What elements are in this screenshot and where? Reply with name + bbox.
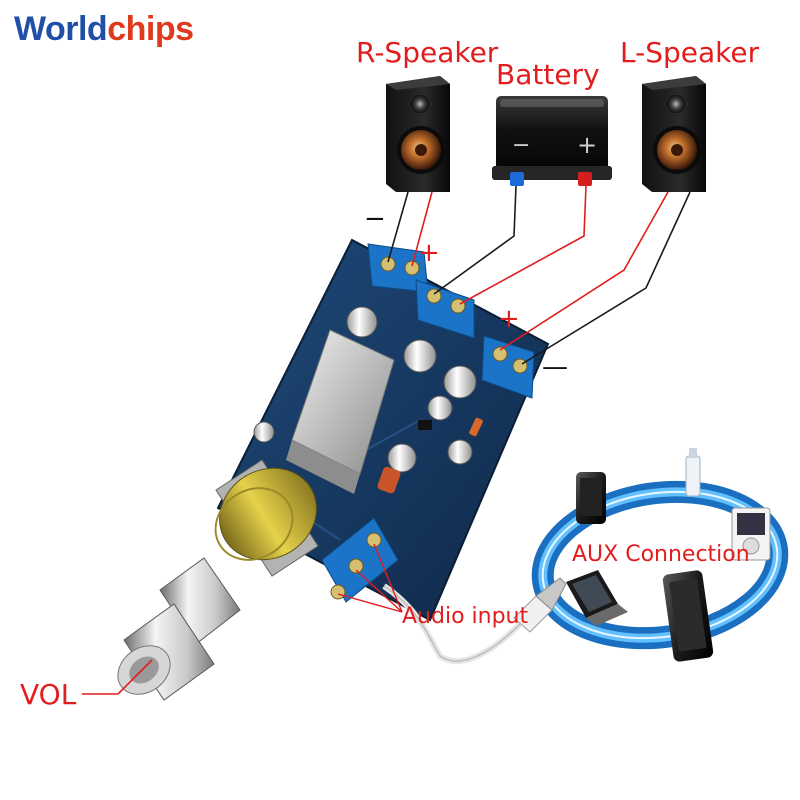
aux-connection-label: AUX Connection: [572, 542, 750, 567]
volume-potentiometer[interactable]: [202, 450, 334, 578]
brand-logo: Worldchips: [14, 10, 194, 49]
volume-knob[interactable]: [108, 557, 241, 704]
r-speaker-minus-sign: −: [364, 204, 386, 234]
svg-text:+: +: [577, 131, 597, 159]
usb-stick-icon: [685, 448, 701, 497]
aux-ring: [531, 480, 789, 650]
aux-jack-plug: [513, 577, 567, 633]
aux-phone-top-icon: [576, 472, 606, 524]
battery-image: − +: [492, 96, 612, 186]
terminal-block-r-speaker[interactable]: [367, 243, 429, 293]
l-speaker-plus-sign: +: [498, 304, 520, 334]
smartphone-icon: [662, 570, 714, 662]
brand-logo-part1: World: [14, 10, 108, 48]
svg-text:−: −: [512, 133, 530, 158]
l-speaker-label: L-Speaker: [620, 36, 760, 69]
vol-label: VOL: [20, 678, 77, 711]
laptop-icon: [566, 570, 628, 626]
music-player-icon: [731, 507, 771, 561]
brand-logo-part2: chips: [107, 10, 194, 48]
terminal-block-l-speaker[interactable]: [481, 335, 535, 399]
audio-cable: [382, 583, 523, 665]
battery-label: Battery: [496, 58, 600, 91]
r-speaker-label: R-Speaker: [356, 36, 499, 69]
l-speaker-minus-sign: —: [542, 352, 568, 382]
terminal-block-audio-input[interactable]: [321, 517, 399, 603]
r-speaker-image: [386, 76, 450, 192]
l-speaker-image: [642, 76, 706, 192]
r-speaker-plus-sign: +: [418, 238, 440, 268]
wires: [82, 185, 691, 695]
audio-input-label: Audio input: [402, 604, 529, 629]
